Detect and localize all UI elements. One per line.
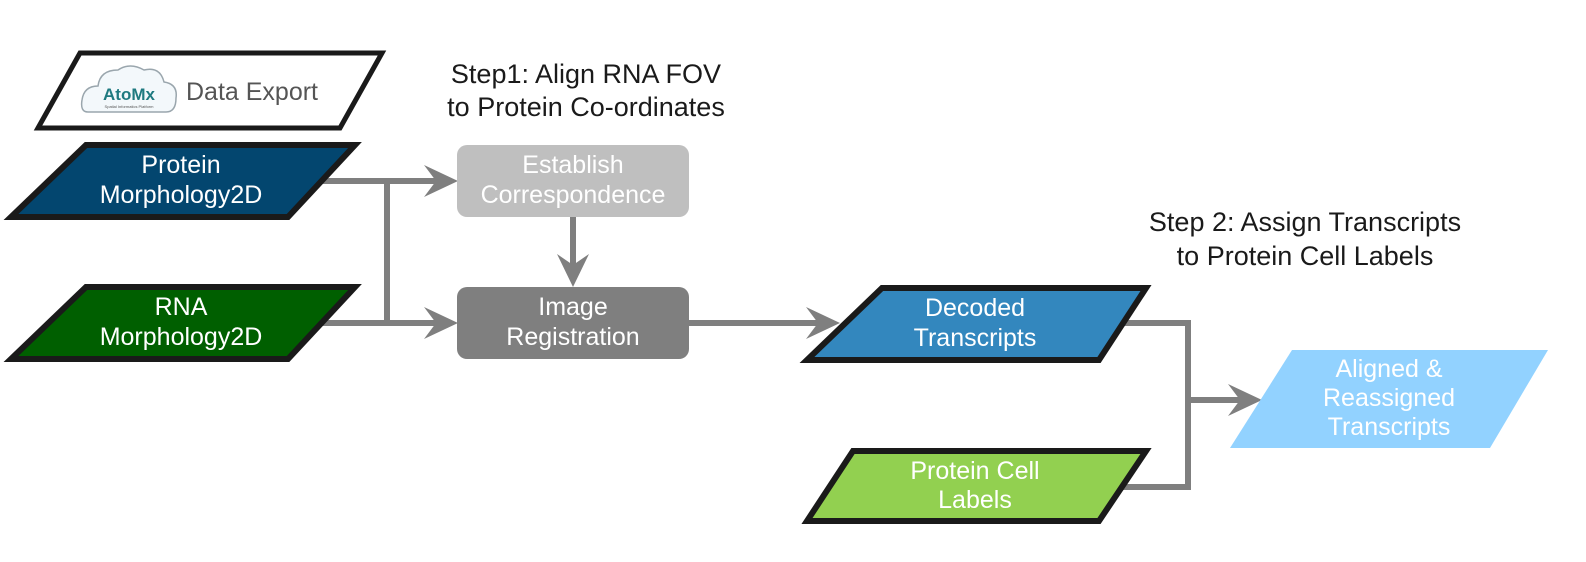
image-registration-node[interactable]: Image Registration <box>457 287 689 359</box>
step1-title-line1: Step1: Align RNA FOV <box>451 59 721 89</box>
atomx-brand-text: AtoMx <box>103 85 155 104</box>
data-export-node: AtoMx Spatial Informatics Platform Data … <box>33 50 387 131</box>
step1-title: Step1: Align RNA FOV to Protein Co-ordin… <box>447 59 725 122</box>
arrow-head-icon <box>1228 384 1262 416</box>
protein-morphology-label-line2: Morphology2D <box>100 181 263 209</box>
connector-merge-bracket <box>1112 320 1191 490</box>
arrow-head-icon <box>424 165 458 197</box>
protein-cell-labels-node[interactable]: Protein Cell Labels <box>801 448 1152 524</box>
aligned-transcripts-label-line2: Reassigned <box>1323 384 1455 412</box>
rna-morphology-label-line2: Morphology2D <box>100 323 263 351</box>
protein-morphology-node[interactable]: Protein Morphology2D <box>3 142 362 220</box>
step1-title-line2: to Protein Co-ordinates <box>447 92 725 122</box>
establish-correspondence-node[interactable]: Establish Correspondence <box>457 145 689 217</box>
rna-morphology-node[interactable]: RNA Morphology2D <box>3 284 362 362</box>
rna-morphology-label-line1: RNA <box>155 293 208 321</box>
atomx-logo-icon: AtoMx Spatial Informatics Platform <box>80 65 177 113</box>
decoded-transcripts-label-line2: Transcripts <box>914 324 1037 352</box>
atomx-tagline: Spatial Informatics Platform <box>105 104 155 109</box>
arrow-head-icon <box>806 307 840 339</box>
decoded-transcripts-label-line1: Decoded <box>925 294 1025 322</box>
decoded-transcripts-node[interactable]: Decoded Transcripts <box>799 285 1152 363</box>
step2-title: Step 2: Assign Transcripts to Protein Ce… <box>1149 207 1461 271</box>
protein-cell-labels-label-line2: Labels <box>938 486 1012 514</box>
step2-title-line2: to Protein Cell Labels <box>1177 241 1434 271</box>
image-registration-label-line2: Registration <box>506 323 639 351</box>
image-registration-label-line1: Image <box>538 293 607 321</box>
establish-correspondence-label-line2: Correspondence <box>481 181 666 209</box>
establish-correspondence-label-line1: Establish <box>522 151 623 179</box>
connectors <box>318 165 1262 490</box>
data-export-label: Data Export <box>186 78 318 106</box>
protein-morphology-label-line1: Protein <box>141 151 220 179</box>
step2-title-line1: Step 2: Assign Transcripts <box>1149 207 1461 237</box>
aligned-transcripts-node[interactable]: Aligned & Reassigned Transcripts <box>1230 350 1548 448</box>
protein-cell-labels-label-line1: Protein Cell <box>910 457 1039 485</box>
arrow-head-icon <box>557 254 589 287</box>
aligned-transcripts-label-line3: Transcripts <box>1328 413 1451 441</box>
arrow-head-icon <box>424 307 458 339</box>
aligned-transcripts-label-line1: Aligned & <box>1335 355 1442 383</box>
